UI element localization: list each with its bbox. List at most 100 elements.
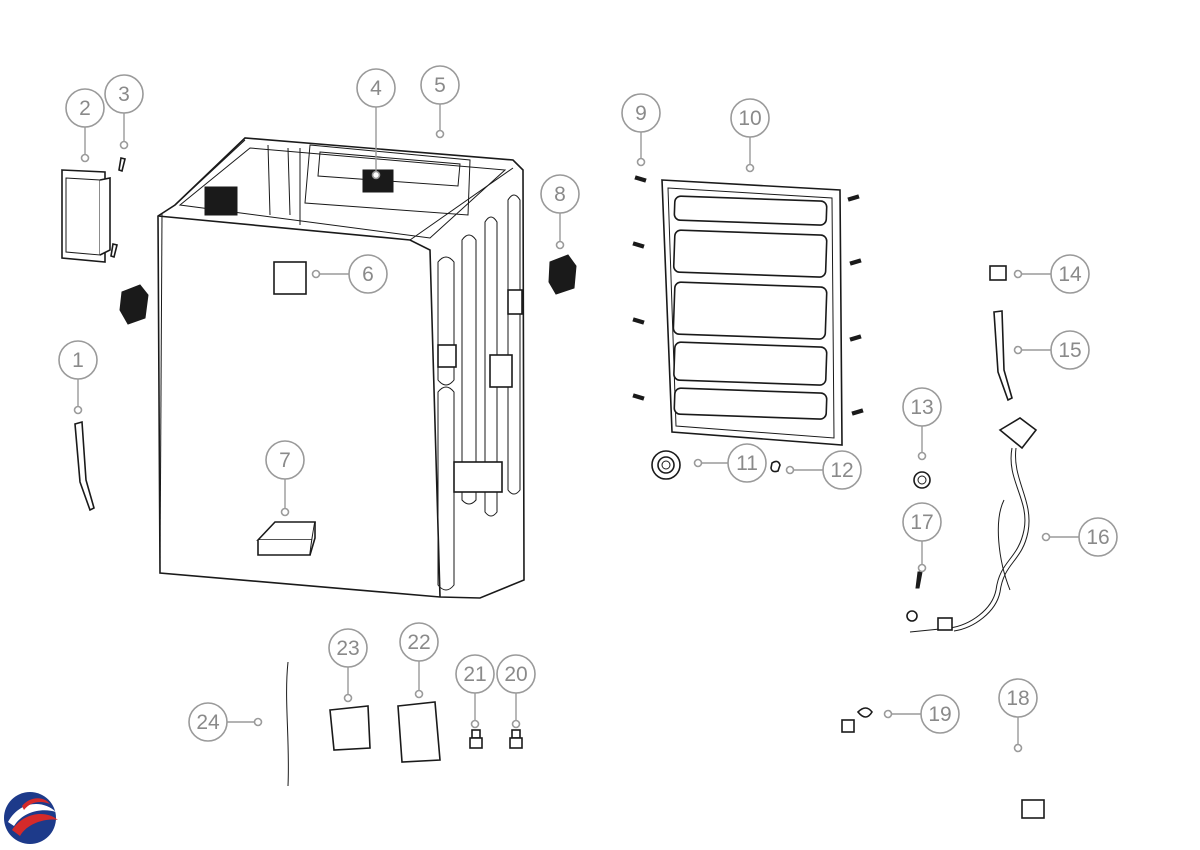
leader-dot [80, 153, 90, 163]
accessory-bag [329, 705, 371, 751]
leader-dot [1013, 743, 1023, 753]
callout-number: 2 [79, 97, 91, 120]
callout-9: 9 [621, 93, 661, 167]
callout-circle [104, 74, 144, 114]
callout-circle [356, 68, 396, 108]
callout-3: 3 [104, 74, 144, 150]
cabinet-frame [157, 137, 525, 599]
bracket-right [548, 254, 577, 295]
callout-number: 8 [554, 183, 566, 206]
leader-dot [119, 140, 129, 150]
callout-11: 11 [693, 443, 767, 483]
callout-number: 5 [434, 74, 446, 97]
callout-15: 15 [1013, 330, 1090, 370]
leader-dot [917, 563, 927, 573]
callout-number: 24 [196, 711, 220, 734]
callout-number: 12 [830, 459, 853, 482]
callout-2: 2 [65, 88, 105, 163]
callout-circle [902, 502, 942, 542]
callout-17: 17 [902, 502, 942, 573]
callout-number: 4 [370, 77, 382, 100]
leader-dot [1041, 532, 1051, 542]
callout-14: 14 [1013, 254, 1090, 294]
wire-strip [286, 661, 289, 787]
callout-circle [328, 628, 368, 668]
callout-circle [65, 88, 105, 128]
callout-circle [265, 440, 305, 480]
callout-12: 12 [785, 450, 862, 490]
bolt-20 [509, 729, 523, 749]
callout-circle [455, 654, 495, 694]
callout-circle [727, 443, 767, 483]
clip-14 [989, 265, 1007, 281]
callout-number: 13 [910, 396, 933, 419]
callout-number: 6 [362, 263, 374, 286]
callout-circle [540, 174, 580, 214]
callout-number: 10 [738, 107, 761, 130]
leader-dot [371, 170, 381, 180]
hose-clip [770, 460, 781, 473]
callout-6: 6 [311, 254, 388, 294]
callout-number: 14 [1058, 263, 1082, 286]
bolt-21 [469, 729, 483, 749]
callout-number: 9 [635, 102, 647, 125]
cabinet-label-6 [273, 261, 307, 295]
callout-number: 23 [336, 637, 359, 660]
callout-number: 22 [407, 631, 430, 654]
callout-7: 7 [265, 440, 305, 517]
leader-dot [414, 689, 424, 699]
leader-dot [511, 719, 521, 729]
callout-13: 13 [902, 387, 942, 461]
power-cord [906, 417, 1038, 633]
callout-21: 21 [455, 654, 495, 729]
callout-number: 21 [463, 663, 486, 686]
callout-number: 17 [910, 511, 933, 534]
washer-ring [913, 471, 931, 489]
callout-8: 8 [540, 174, 580, 250]
leader-dot [555, 240, 565, 250]
leader-dot [785, 465, 795, 475]
leader-dot [1013, 269, 1023, 279]
leader-dot [311, 269, 321, 279]
leader-dot [1013, 345, 1023, 355]
callout-circle [496, 654, 536, 694]
callout-number: 19 [928, 703, 951, 726]
leader-dot [470, 719, 480, 729]
screw-17 [915, 571, 923, 589]
callout-circle [1078, 517, 1118, 557]
callout-number: 20 [504, 663, 527, 686]
leader-dot [435, 129, 445, 139]
callout-circle [902, 387, 942, 427]
callout-number: 7 [279, 449, 291, 472]
callout-number: 15 [1058, 339, 1081, 362]
callout-18: 18 [998, 678, 1038, 753]
callout-number: 3 [118, 83, 130, 106]
control-box [61, 169, 111, 263]
callout-number: 18 [1006, 687, 1029, 710]
callout-16: 16 [1041, 517, 1118, 557]
screw-9 [632, 175, 864, 416]
callout-circle [920, 694, 960, 734]
screw-small-3 [118, 157, 126, 173]
callout-20: 20 [496, 654, 536, 729]
cable-tie-left [74, 420, 95, 512]
hose-clamp [856, 707, 873, 718]
callout-circle [58, 340, 98, 380]
callout-24: 24 [188, 702, 263, 742]
leader-dot [693, 458, 703, 468]
callout-circle [730, 98, 770, 138]
leader-dot [636, 157, 646, 167]
callout-circle [1050, 330, 1090, 370]
manual [397, 701, 441, 763]
callout-circle [420, 65, 460, 105]
callout-22: 22 [399, 622, 439, 699]
leader-dot [280, 507, 290, 517]
callout-circle [998, 678, 1038, 718]
leader-dot [883, 709, 893, 719]
instruction-box-7 [256, 521, 316, 556]
callout-10: 10 [730, 98, 770, 173]
leader-dot [917, 451, 927, 461]
leader-dot [343, 693, 353, 703]
drain-hose [825, 719, 1131, 819]
callout-circle [621, 93, 661, 133]
